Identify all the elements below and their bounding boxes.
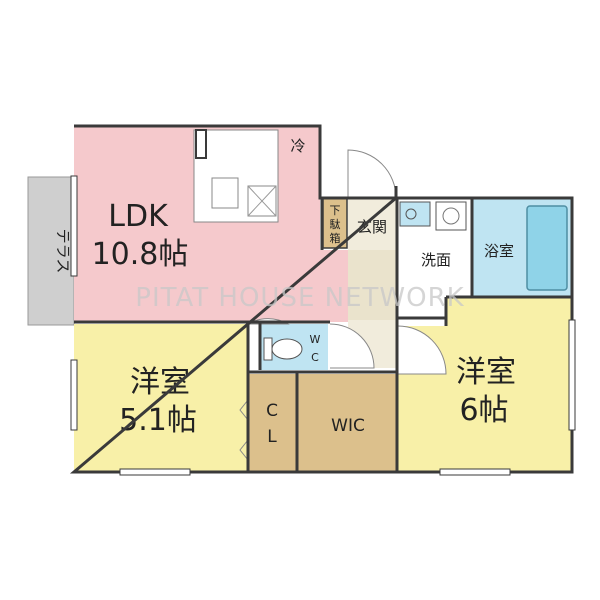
shoe-box-area	[322, 197, 348, 249]
shoe-box-line2: 駄	[330, 217, 341, 231]
washing-machine-drum	[442, 207, 460, 225]
washroom-label: 洗面	[421, 251, 451, 269]
terrace-area	[27, 176, 75, 326]
terrace-label: テラス	[54, 229, 72, 274]
entrance-label: 玄関	[357, 218, 387, 236]
western-right-name: 洋室	[456, 355, 516, 390]
walls	[69, 124, 574, 474]
bathroom-label: 浴室	[484, 242, 514, 260]
wc-door-swing	[329, 323, 375, 369]
ldk-name: LDK	[108, 199, 169, 234]
washroom: 洗面	[396, 198, 472, 306]
western-room-right: 洋室 6帖	[397, 298, 572, 472]
closet: C L	[239, 374, 296, 472]
kitchen-sink	[211, 177, 239, 209]
washbasin	[399, 201, 431, 227]
shoe-box-line3: 箱	[330, 231, 341, 245]
toilet-bowl	[271, 338, 303, 360]
shoe-box: 下 駄 箱	[322, 197, 348, 249]
wic-label: WIC	[331, 416, 365, 436]
kitchen-counter	[193, 129, 279, 223]
wc: W C	[260, 323, 375, 370]
wc-line2: C	[311, 351, 319, 364]
wic-area	[298, 374, 396, 472]
wc-line1: W	[310, 333, 321, 346]
window-right-side	[568, 319, 576, 431]
window-left-bottom	[119, 468, 191, 476]
entrance-door-swing	[347, 149, 397, 199]
walk-in-closet: WIC	[298, 374, 407, 472]
ldk-area	[74, 126, 348, 322]
entrance-floor	[348, 250, 396, 320]
washing-machine	[435, 201, 467, 231]
fridge-label: 冷	[290, 137, 305, 155]
western-right-size: 6帖	[459, 393, 508, 428]
shoe-box-line1: 下	[330, 204, 341, 217]
washbasin-drain	[405, 208, 417, 220]
window-right-bottom	[439, 468, 511, 476]
outer-wall	[69, 124, 574, 474]
western-right-door-swing	[397, 325, 447, 375]
western-left-size: 5.1帖	[119, 403, 197, 438]
closet-line1: C	[266, 401, 278, 421]
closet-area	[248, 374, 296, 472]
window-ldk-left	[70, 175, 78, 277]
toilet-tank	[263, 337, 273, 361]
closet-line2: L	[267, 427, 277, 447]
watermark: PITAT HOUSE NETWORK	[135, 283, 464, 313]
western-right-area	[398, 298, 572, 472]
bathroom: 浴室	[472, 198, 572, 296]
kitchen-cooktop	[247, 185, 277, 217]
window-left-room	[70, 359, 78, 431]
bathtub	[526, 205, 568, 291]
ldk-room: 冷 LDK 10.8帖	[74, 126, 348, 322]
closet-door-mark-left	[239, 399, 249, 461]
ldk-size: 10.8帖	[92, 237, 189, 272]
kitchen-column	[195, 129, 207, 159]
cooktop-cross-b	[247, 185, 277, 217]
windows	[70, 175, 576, 476]
terrace: テラス	[27, 176, 75, 326]
